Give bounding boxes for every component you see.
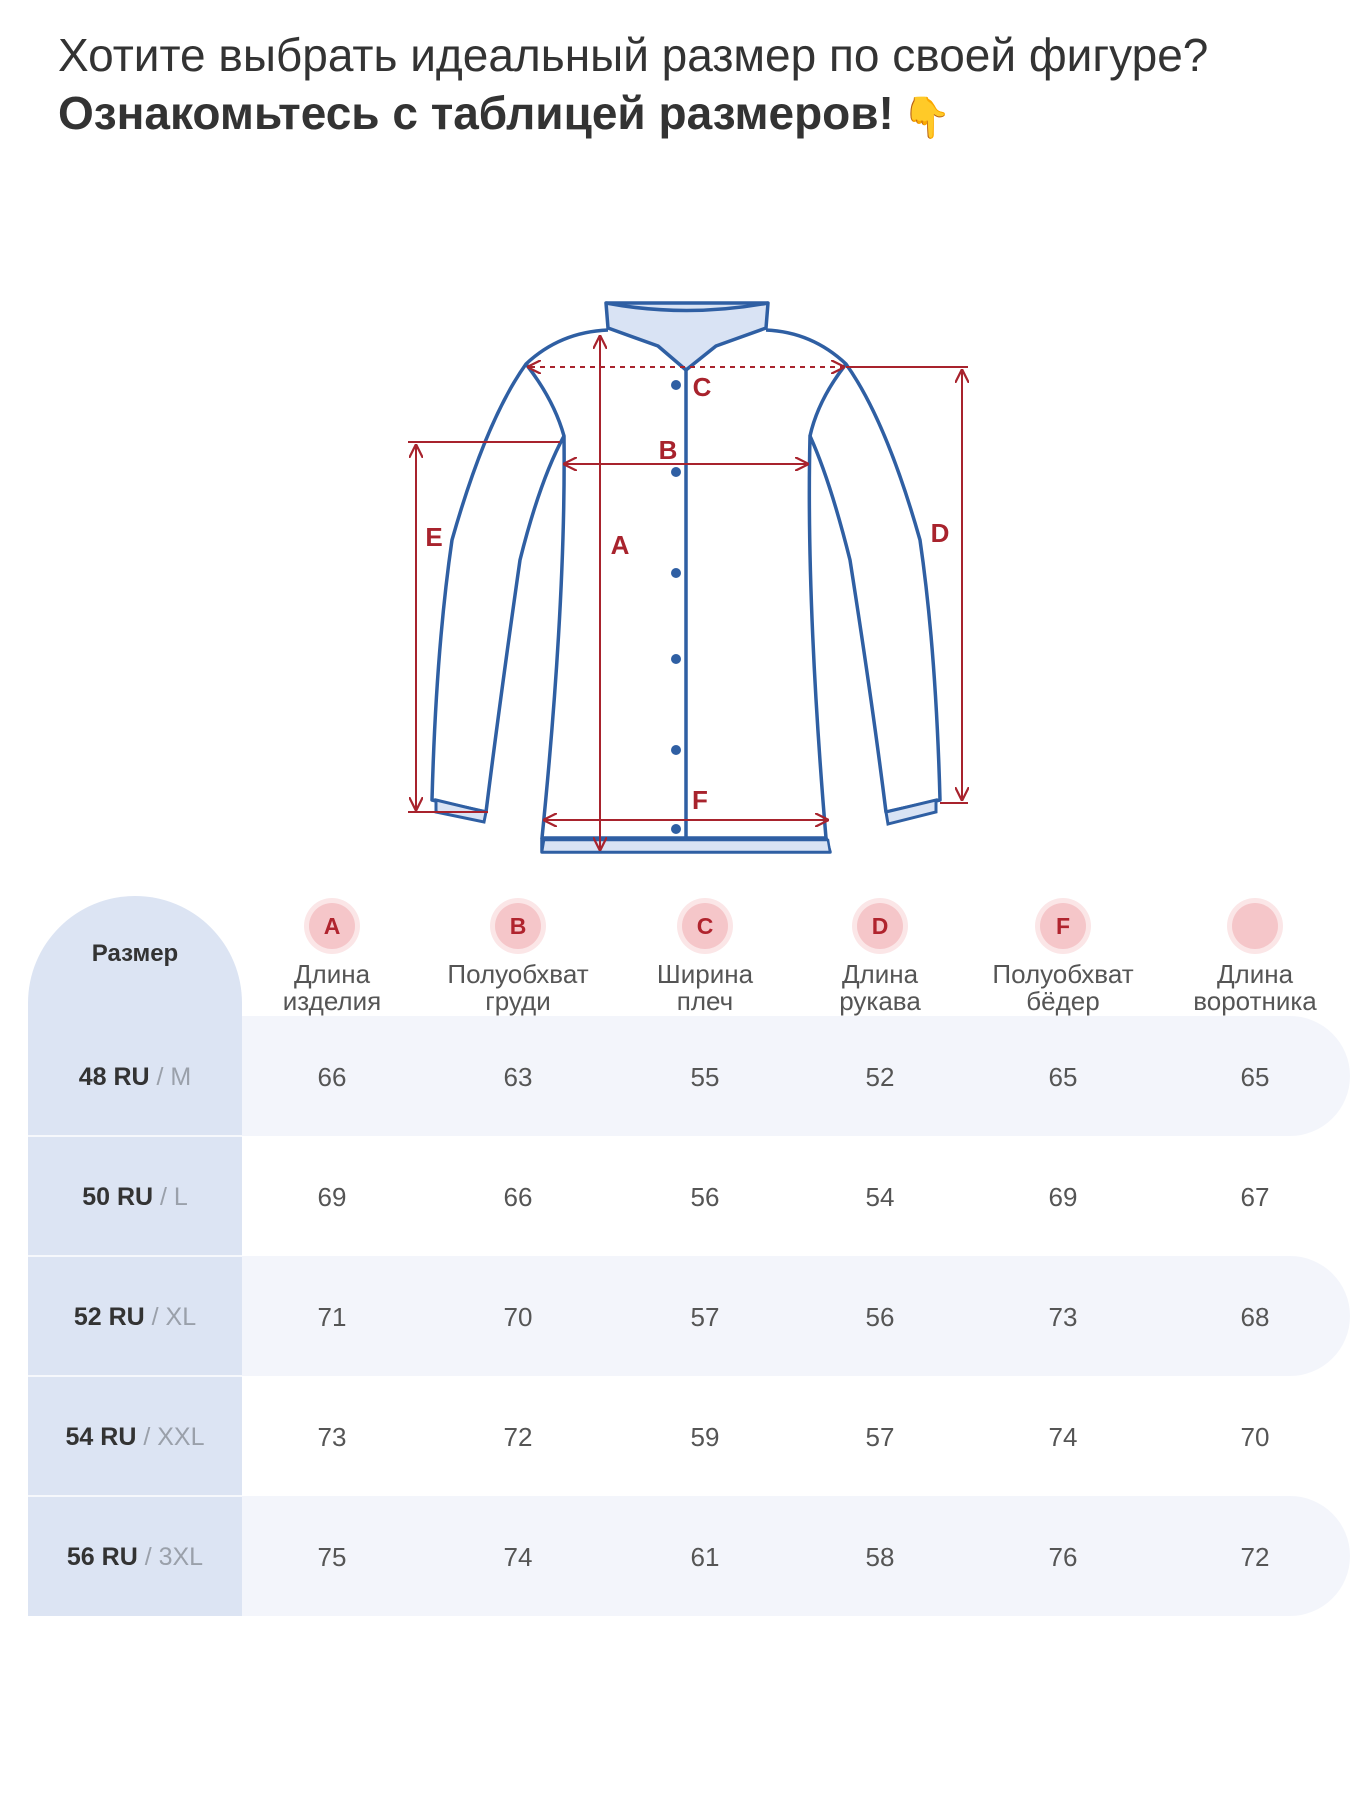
size-intl: / XL [144,1303,197,1331]
diagram-label-e: E [425,522,442,552]
table-cell: 72 [503,1422,533,1452]
table-cell: 68 [1240,1302,1270,1332]
table-cell: 56 [865,1302,895,1332]
heading-cta: Ознакомьтесь с таблицей размеров!👇 [58,84,1318,147]
table-cell: 63 [503,1062,533,1092]
size-label-54: 54 RU / XXL [28,1422,242,1452]
table-cell: 61 [690,1542,720,1572]
pointing-down-icon: 👇 [901,96,952,140]
row-divider [28,1375,242,1377]
table-cell: 73 [317,1422,347,1452]
table-cell: 73 [1048,1302,1078,1332]
measurement-lines [408,338,968,848]
table-cell: 75 [317,1542,347,1572]
row-band [242,1256,1350,1376]
column-badge: F [1040,903,1086,949]
table-cell: 69 [317,1182,347,1212]
size-ru: 50 RU [82,1183,154,1211]
right-cuff [884,798,938,826]
table-cell: 76 [1048,1542,1078,1572]
hem-band [540,838,832,854]
size-ru: 52 RU [73,1303,145,1331]
table-cell: 69 [1048,1182,1078,1212]
column-title-line: груди [485,986,551,1016]
column-title-line: рукава [839,986,921,1016]
column-title-line: Полуобхват [447,959,589,989]
jacket-body [430,328,942,854]
column-title-line: изделия [282,986,382,1016]
size-label-52: 52 RU / XL [28,1302,242,1332]
column-title-line: Длина [841,959,919,989]
table-cell: 58 [865,1542,895,1572]
table-cell: 74 [1048,1422,1078,1452]
table-cell: 70 [1240,1422,1270,1452]
size-label-48: 48 RU / M [28,1062,242,1092]
row-divider [28,1255,242,1257]
column-badge: C [682,903,728,949]
size-ru: 54 RU [65,1423,137,1451]
table-cell: 65 [1048,1062,1078,1092]
collar-shape [604,301,770,372]
size-intl: / XXL [136,1423,205,1451]
size-column-header: Размер [91,940,179,967]
column-title-line: Полуобхват [992,959,1134,989]
row-band [242,1496,1350,1616]
column-badge: B [495,903,541,949]
column-badge: A [309,903,355,949]
page-heading: Хотите выбрать идеальный размер по своей… [58,26,1318,147]
size-intl: / L [153,1183,188,1211]
column-title-line: Длина [293,959,371,989]
table-cell: 66 [317,1062,347,1092]
table-cell: 59 [690,1422,720,1452]
size-label-50: 50 RU / L [28,1182,242,1212]
column-badge: D [857,903,903,949]
jacket-measurement-diagram: A B C D E F [408,301,980,854]
diagram-label-b: B [659,435,678,465]
table-cell: 56 [690,1182,720,1212]
table-cell: 55 [690,1062,720,1092]
heading-cta-text: Ознакомьтесь с таблицей размеров! [58,87,894,139]
table-cell: 70 [503,1302,533,1332]
size-ru: 48 RU [78,1063,150,1091]
size-label-56: 56 RU / 3XL [28,1542,242,1572]
column-title-line: Ширина [656,959,754,989]
column-title-line: воротника [1193,986,1317,1016]
table-cell: 72 [1240,1542,1270,1572]
row-divider [28,1135,242,1137]
size-intl: / 3XL [137,1543,204,1571]
table-cell: 57 [690,1302,720,1332]
column-title-line: бёдер [1026,986,1100,1016]
row-band [242,1016,1350,1136]
table-cell: 71 [317,1302,347,1332]
column-title-line: плеч [676,986,734,1016]
table-cell: 66 [503,1182,533,1212]
diagram-label-c: C [693,372,712,402]
diagram-label-a: A [611,530,630,560]
table-cell: 65 [1240,1062,1270,1092]
table-cell: 57 [865,1422,895,1452]
diagram-label-f: F [692,785,708,815]
table-cell: 67 [1240,1182,1270,1212]
column-badge [1232,903,1278,949]
table-cell: 74 [503,1542,533,1572]
diagram-label-d: D [931,518,950,548]
size-intl: / M [149,1063,192,1091]
column-title-line: Длина [1216,959,1294,989]
table-cell: 54 [865,1182,895,1212]
table-cell: 52 [865,1062,895,1092]
heading-question: Хотите выбрать идеальный размер по своей… [58,29,1209,81]
row-divider [28,1495,242,1497]
size-ru: 56 RU [66,1543,138,1571]
